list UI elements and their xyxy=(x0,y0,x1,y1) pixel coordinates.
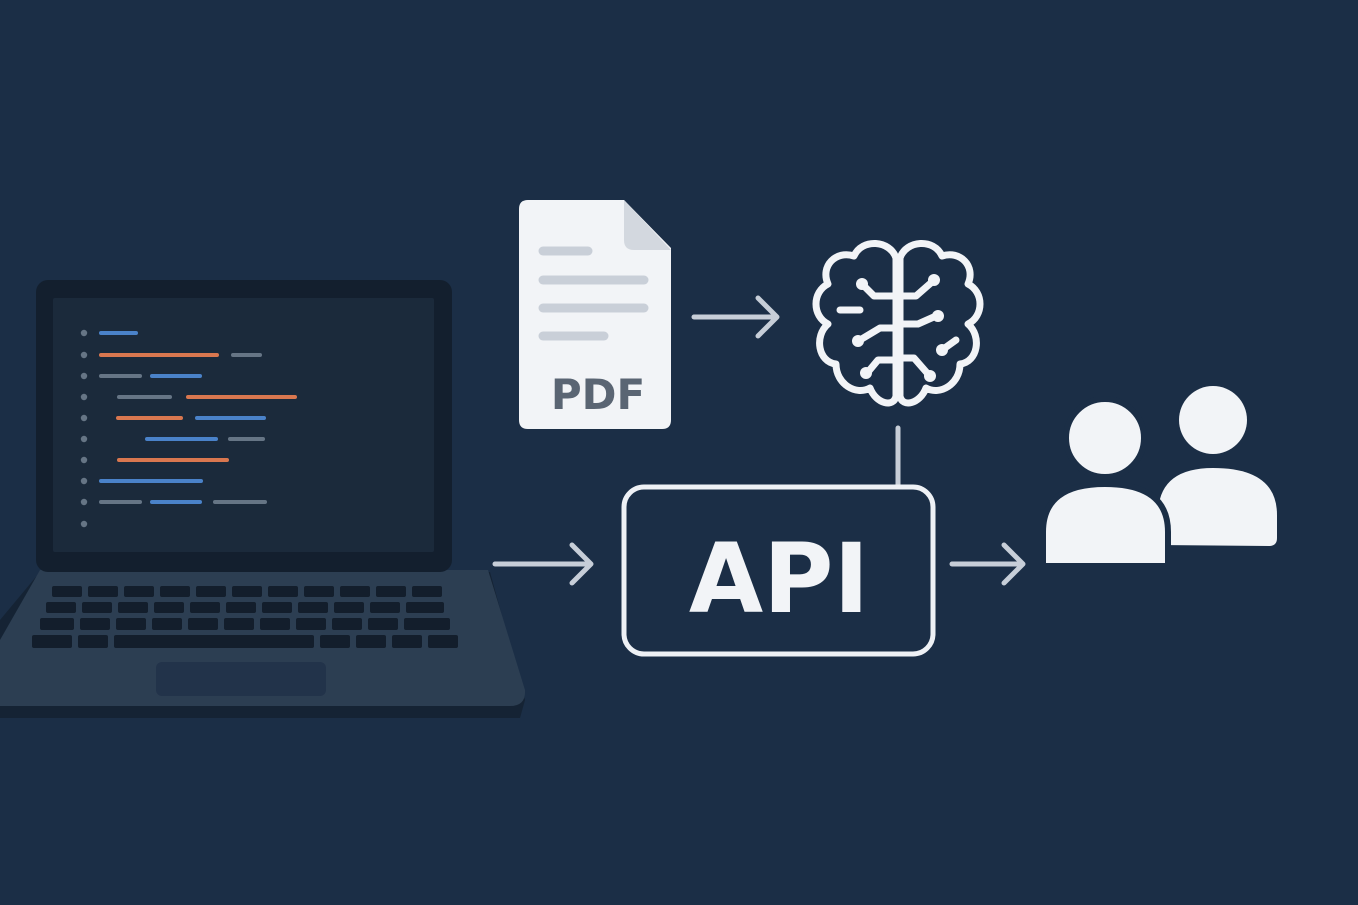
api-label: API xyxy=(689,523,869,635)
laptop-trackpad xyxy=(156,662,326,696)
arrow-pdf-to-brain xyxy=(691,295,780,339)
users-group-icon xyxy=(1040,386,1277,569)
laptop-screen xyxy=(53,298,434,552)
pdf-label: PDF xyxy=(551,370,645,419)
brain-nodes xyxy=(852,274,948,382)
arrow-api-to-users xyxy=(949,542,1026,586)
brain-circuit-icon xyxy=(812,240,984,407)
laptop-keyboard xyxy=(32,586,458,648)
pdf-document-icon: PDF xyxy=(519,200,671,429)
arrow-laptop-to-api xyxy=(492,542,594,586)
api-box: API xyxy=(621,484,936,657)
code-lines xyxy=(80,329,297,528)
laptop-code-icon xyxy=(0,280,526,718)
